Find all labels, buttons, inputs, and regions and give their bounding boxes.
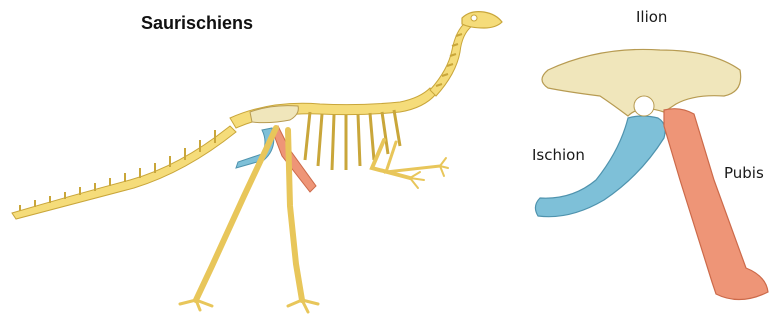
- arm: [372, 140, 448, 188]
- label-ischion: Ischion: [532, 146, 585, 164]
- label-ilion: Ilion: [636, 8, 667, 26]
- ischium-bone: [535, 116, 665, 217]
- pubis-bone: [664, 109, 768, 300]
- label-pubis: Pubis: [724, 164, 764, 182]
- skull: [462, 12, 502, 28]
- tail: [12, 126, 236, 219]
- neck: [430, 22, 472, 96]
